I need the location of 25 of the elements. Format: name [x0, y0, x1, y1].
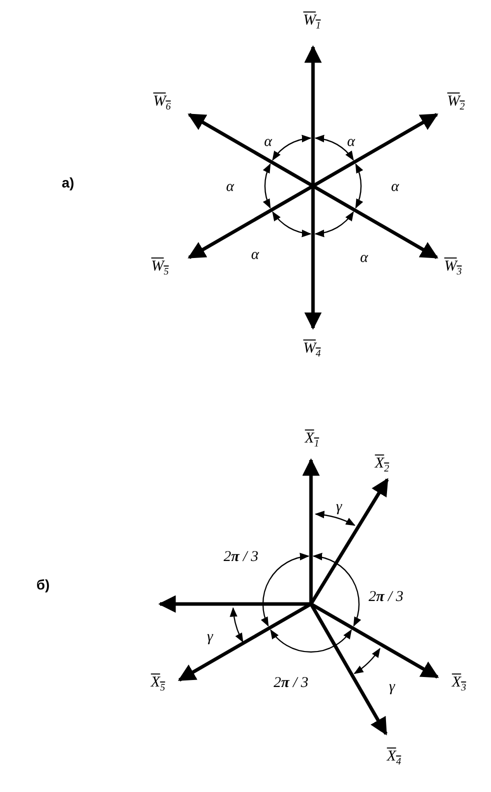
- angle-label: α: [347, 134, 355, 150]
- vector-label: W$_{2}$: [447, 94, 465, 112]
- angle-label: γ: [336, 498, 342, 516]
- vector-label: W$_{3}$: [444, 258, 462, 278]
- angle-label: α: [264, 134, 272, 150]
- vector-label: W$_{6}$: [153, 94, 171, 112]
- vector-label: X$_{5}$: [150, 674, 166, 694]
- vector-label: X$_{3}$: [452, 674, 466, 694]
- panel-label: а): [62, 175, 74, 191]
- vector-label: X$_{4}$: [386, 748, 402, 768]
- angle-label: γ: [389, 678, 395, 696]
- angle-label: 2π / 3: [368, 588, 404, 606]
- vector-label: W$_{5}$: [151, 258, 169, 278]
- vector-label: X$_{1}$: [304, 430, 320, 450]
- vector-label: W$_{1}$: [303, 12, 321, 32]
- angle-label: α: [226, 178, 234, 196]
- vector-label: X$_{2}$: [374, 456, 390, 474]
- vector-label: W$_{4}$: [303, 340, 321, 360]
- angle-label: γ: [207, 628, 213, 646]
- panel-label: б): [36, 577, 50, 593]
- angle-label: α: [251, 246, 259, 264]
- angle-label: α: [391, 178, 399, 196]
- angle-label: α: [360, 250, 368, 266]
- angle-label: 2π / 3: [224, 548, 258, 566]
- angle-label: 2π / 3: [274, 674, 308, 692]
